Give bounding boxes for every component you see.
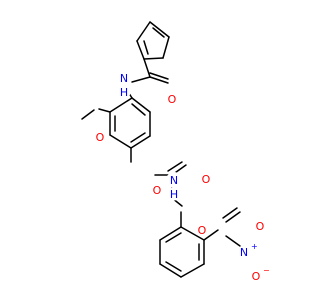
atom-furan-o: O [150,183,164,197]
bond [131,103,146,116]
bond [203,229,219,241]
atom-background [150,183,164,197]
atom-symbol: O [198,224,207,237]
atom-nitro-o-double: O [253,219,267,233]
atom-background [165,92,179,106]
bond [98,108,111,113]
bond [149,72,169,80]
bond [180,263,205,278]
atom-carbonyl-o-furoyl: O [165,92,179,106]
atom-symbol: O [96,131,105,144]
bond [149,76,169,84]
atom-background [166,172,182,188]
atom-background [117,85,131,99]
atom-symbol: N [120,72,128,85]
bond [136,40,145,60]
bond [167,161,183,172]
atom-amide-nh-top: NH [116,70,132,99]
atom-nitro-o-minus: O− [249,266,270,283]
atom-symbol: O [153,184,162,197]
bond [143,58,151,78]
atom-methoxy-o: O [93,130,107,144]
bond [149,21,170,38]
bond [143,57,164,60]
bond [162,36,170,59]
atom-background [237,245,251,259]
bond [131,76,151,83]
atom-symbol: O [202,173,211,186]
atom-ether-o: O [195,223,209,237]
bond-layer [81,21,241,278]
charge-label: − [263,266,270,275]
hydrogen-label: H [170,188,178,201]
bond [136,21,151,42]
bond [159,226,182,241]
bond [152,27,165,38]
bond [130,132,146,143]
bond [165,261,182,272]
atom-background [253,219,267,233]
atom-background [199,172,213,186]
bond [222,207,238,219]
hydrogen-label: H [120,86,128,99]
bond [109,97,133,113]
bond [130,135,151,149]
bond [109,134,132,149]
atom-symbol: O [256,220,265,233]
bond [165,232,182,243]
atom-background [195,223,209,237]
atom-symbol: O [252,270,261,283]
bond [81,109,95,120]
atom-carbonyl-o-acetyl: O [199,172,213,186]
bond [225,235,241,247]
atom-background [167,187,181,201]
atom-symbol: N [170,174,178,187]
atom-amide-nh-mid: NH [166,172,182,201]
atom-background [116,70,132,86]
atom-nitro-n: N+ [237,242,258,259]
atom-background [93,130,107,144]
bond [159,263,182,278]
atom-symbol: N [240,246,248,259]
atom-background [249,269,263,283]
bond [131,97,151,113]
bond [180,226,205,241]
charge-label: + [251,242,258,251]
atom-symbol: O [168,93,177,106]
bond [143,40,149,55]
bond [225,211,241,223]
